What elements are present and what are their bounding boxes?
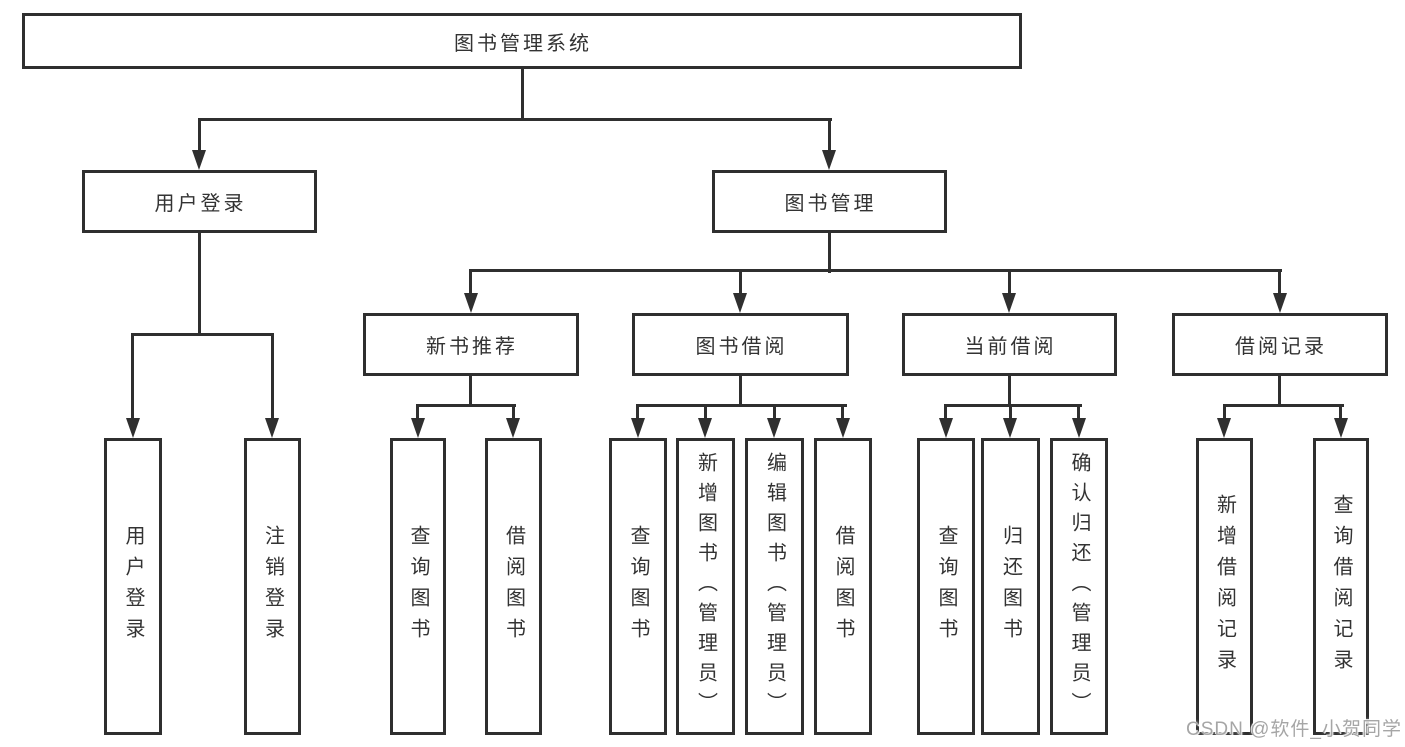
connector-horizontal-line [131, 333, 274, 336]
arrow-down-icon [464, 293, 478, 313]
node-user-login: 用户登录 [82, 170, 317, 233]
node-label: 借阅记录 [1235, 336, 1327, 358]
connector-vertical-line [1278, 269, 1281, 297]
arrow-down-icon [733, 293, 747, 313]
connector-horizontal-line [636, 404, 847, 407]
arrow-down-icon [1273, 293, 1287, 313]
connector-vertical-line [1223, 404, 1226, 424]
leaf-logout: 注销登录 [244, 438, 301, 735]
leaf-label: 归还图书 [999, 524, 1022, 649]
connector-vertical-line [1008, 376, 1011, 407]
leaf-label: 注销登录 [261, 524, 284, 649]
connector-vertical-line [469, 376, 472, 407]
connector-vertical-line [1077, 404, 1080, 424]
leaf-label: 查询借阅记录 [1330, 493, 1352, 680]
arrow-down-icon [1003, 418, 1017, 438]
arrow-down-icon [836, 418, 850, 438]
connector-vertical-line [416, 404, 419, 424]
connector-vertical-line [521, 69, 524, 120]
connector-horizontal-line [944, 404, 1082, 407]
connector-horizontal-line [416, 404, 516, 407]
arrow-down-icon [1217, 418, 1231, 438]
connector-vertical-line [828, 118, 831, 154]
node-label: 图书管理系统 [454, 32, 592, 55]
arrow-down-icon [939, 418, 953, 438]
leaf-query-borrow-record: 查询借阅记录 [1313, 438, 1369, 735]
node-borrowing-records: 借阅记录 [1172, 313, 1388, 376]
leaf-label: 借阅图书 [832, 524, 854, 649]
connector-vertical-line [271, 333, 274, 424]
connector-vertical-line [636, 404, 639, 424]
node-book-management: 图书管理 [712, 170, 947, 233]
leaf-return-books: 归还图书 [981, 438, 1040, 735]
connector-vertical-line [131, 333, 134, 424]
leaf-edit-books-admin: 编辑图书（管理员） [745, 438, 804, 735]
arrow-down-icon [1072, 418, 1086, 438]
arrow-down-icon [192, 150, 206, 170]
connector-vertical-line [773, 404, 776, 424]
arrow-down-icon [506, 418, 520, 438]
leaf-add-books-admin: 新增图书（管理员） [676, 438, 735, 735]
node-book-borrowing: 图书借阅 [632, 313, 849, 376]
leaf-label: 新增图书（管理员） [694, 451, 717, 722]
leaf-query-books-recommend: 查询图书 [390, 438, 446, 735]
leaf-label: 新增借阅记录 [1213, 493, 1236, 680]
connector-vertical-line [828, 233, 831, 273]
connector-vertical-line [198, 118, 201, 154]
arrow-down-icon [698, 418, 712, 438]
connector-vertical-line [841, 404, 844, 424]
connector-vertical-line [198, 233, 201, 336]
connector-vertical-line [739, 376, 742, 407]
node-label: 用户登录 [154, 193, 247, 215]
arrow-down-icon [631, 418, 645, 438]
connector-horizontal-line [198, 118, 832, 121]
connector-vertical-line [1339, 404, 1342, 424]
node-new-book-recommendation: 新书推荐 [363, 313, 579, 376]
connector-horizontal-line [469, 269, 1282, 272]
leaf-label: 用户登录 [122, 524, 144, 649]
arrow-down-icon [126, 418, 140, 438]
connector-horizontal-line [1223, 404, 1344, 407]
connector-vertical-line [1009, 404, 1012, 424]
node-label: 当前借阅 [964, 336, 1057, 358]
leaf-label: 借阅图书 [502, 524, 525, 649]
leaf-label: 查询图书 [407, 524, 429, 649]
leaf-confirm-return-admin: 确认归还（管理员） [1050, 438, 1108, 735]
node-label: 图书管理 [784, 193, 877, 215]
node-label: 新书推荐 [426, 336, 518, 358]
leaf-add-borrow-record: 新增借阅记录 [1196, 438, 1253, 735]
leaf-borrow-books-recommend: 借阅图书 [485, 438, 542, 735]
leaf-user-login: 用户登录 [104, 438, 162, 735]
leaf-borrow-books-borrowing: 借阅图书 [814, 438, 872, 735]
node-library-system: 图书管理系统 [22, 13, 1022, 69]
connector-vertical-line [1278, 376, 1281, 407]
node-current-borrowing: 当前借阅 [902, 313, 1117, 376]
connector-vertical-line [512, 404, 515, 424]
connector-vertical-line [704, 404, 707, 424]
leaf-label: 编辑图书（管理员） [763, 451, 786, 722]
connector-vertical-line [469, 269, 472, 297]
leaf-query-books-borrowing: 查询图书 [609, 438, 667, 735]
connector-vertical-line [739, 269, 742, 297]
leaf-label: 查询图书 [935, 524, 957, 649]
connector-vertical-line [1008, 269, 1011, 297]
leaf-label: 确认归还（管理员） [1068, 451, 1090, 722]
connector-vertical-line [944, 404, 947, 424]
leaf-query-books-current: 查询图书 [917, 438, 975, 735]
leaf-label: 查询图书 [627, 524, 649, 649]
arrow-down-icon [822, 150, 836, 170]
node-label: 图书借阅 [695, 336, 788, 358]
arrow-down-icon [1002, 293, 1016, 313]
csdn-watermark: CSDN @软件_小贺同学 [1186, 719, 1402, 740]
arrow-down-icon [411, 418, 425, 438]
arrow-down-icon [767, 418, 781, 438]
arrow-down-icon [265, 418, 279, 438]
arrow-down-icon [1334, 418, 1348, 438]
